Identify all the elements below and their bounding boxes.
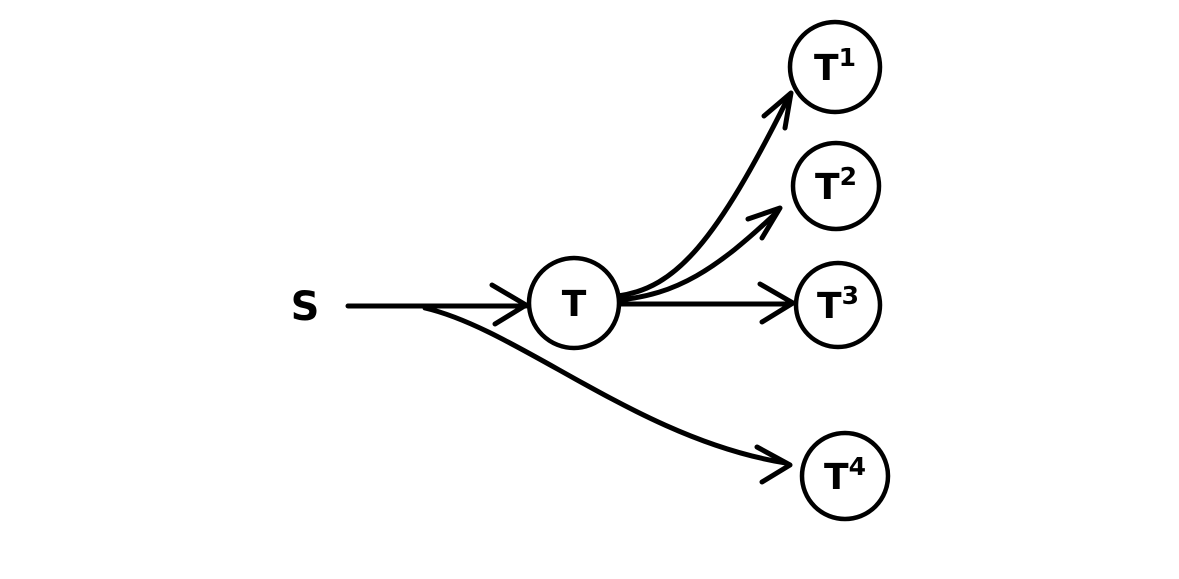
node-t4-label: T4 <box>824 452 866 498</box>
node-t3-label: T3 <box>817 281 859 327</box>
node-t2-base: T <box>815 167 840 208</box>
node-t4-base: T <box>824 457 849 498</box>
node-t4-circle <box>799 430 891 522</box>
node-t1-label: T1 <box>814 43 856 89</box>
arrowhead-t-to-t1 <box>761 90 794 131</box>
node-t-label: T <box>562 284 587 325</box>
node-t2-sup: 2 <box>840 162 857 191</box>
arrowhead-s-to-t4 <box>754 444 793 485</box>
edge-s-to-t4 <box>422 305 789 466</box>
edge-t-to-t2 <box>615 209 780 303</box>
arrowhead-t-to-t2 <box>745 205 783 241</box>
node-t2-label: T2 <box>815 162 857 208</box>
node-t3-sup: 3 <box>842 281 859 310</box>
node-t1-base: T <box>814 48 839 89</box>
arrowhead-t-to-t3 <box>757 281 796 325</box>
node-t3-base: T <box>817 286 842 327</box>
node-t3-circle <box>793 260 883 350</box>
node-t1-circle <box>787 19 883 115</box>
node-t1-sup: 1 <box>839 43 856 72</box>
edge-t-to-t1 <box>615 95 791 299</box>
node-t4-sup: 4 <box>849 452 866 481</box>
arrowhead-s-to-t <box>489 282 529 327</box>
node-t2-circle <box>790 140 882 232</box>
node-t-circle <box>526 255 622 351</box>
node-s-label: S <box>291 284 320 330</box>
